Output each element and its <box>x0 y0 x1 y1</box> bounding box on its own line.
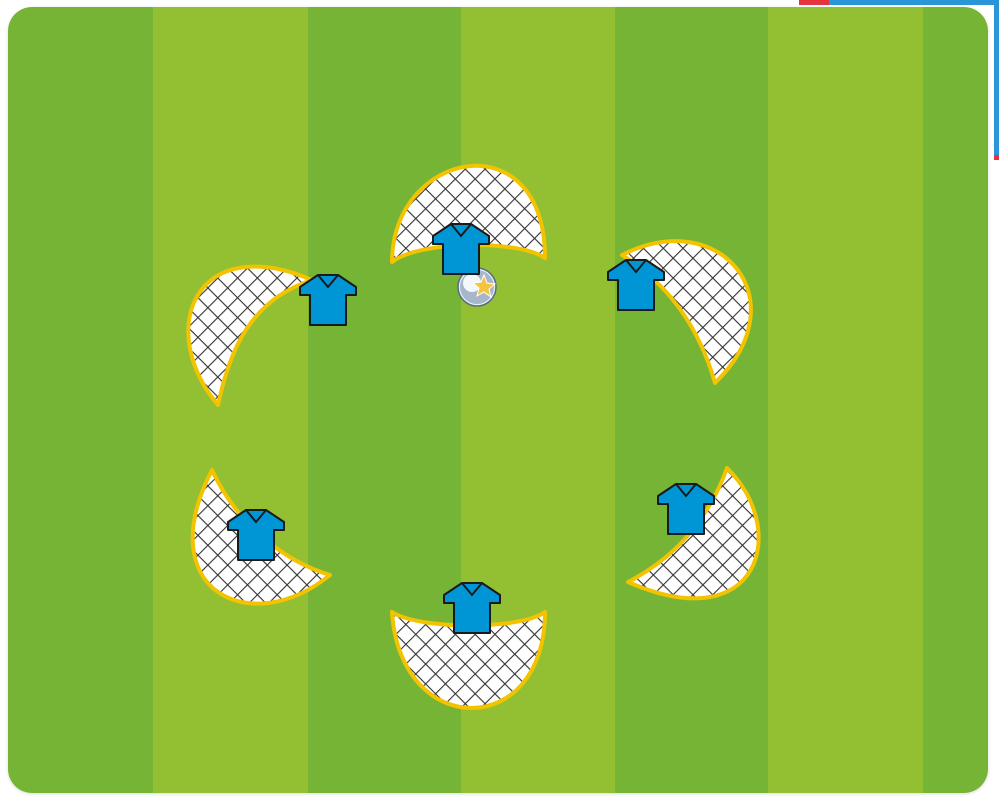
corner-tab-blue <box>829 0 999 5</box>
corner-side-blue <box>994 0 999 155</box>
